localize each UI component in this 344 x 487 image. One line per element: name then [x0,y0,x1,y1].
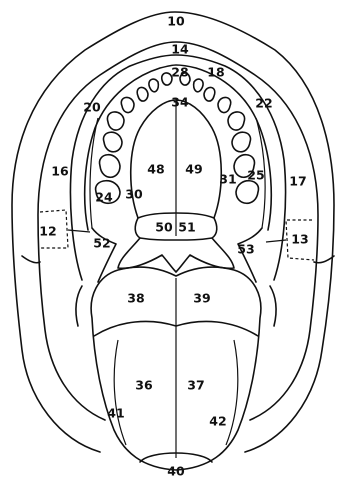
left-cheek-line [68,230,90,232]
region-label-41: 41 [107,406,124,421]
region-label-51: 51 [178,220,195,235]
region-label-34: 34 [171,95,189,110]
region-label-14: 14 [171,42,189,57]
region-label-30: 30 [125,187,143,202]
region-label-31: 31 [219,172,236,187]
region-label-12: 12 [39,224,56,239]
region-label-48: 48 [147,162,164,177]
region-label-52: 52 [93,236,110,251]
region-label-50: 50 [155,220,173,235]
region-label-24: 24 [95,190,113,205]
region-label-22: 22 [255,96,272,111]
tongue-right-border [226,340,238,445]
region-label-16: 16 [51,164,69,179]
region-label-13: 13 [291,232,308,247]
region-label-28: 28 [171,65,188,80]
region-label-36: 36 [135,378,153,393]
region-label-49: 49 [185,162,202,177]
region-label-17: 17 [289,174,306,189]
left-lip-corner [22,256,40,263]
region-label-10: 10 [167,14,185,29]
left-sulcus-line [90,118,98,228]
tongue-left-border [114,340,126,445]
region-label-18: 18 [207,65,224,80]
region-label-37: 37 [187,378,204,393]
gingiva-arch [85,65,272,230]
region-label-25: 25 [247,168,264,183]
region-label-53: 53 [237,242,254,257]
region-label-39: 39 [193,291,210,306]
region-label-40: 40 [167,464,185,479]
right-floor-mouth [270,286,276,326]
region-label-42: 42 [209,414,226,429]
left-floor-mouth [76,286,82,326]
region-label-20: 20 [83,100,101,115]
region-label-38: 38 [127,291,144,306]
